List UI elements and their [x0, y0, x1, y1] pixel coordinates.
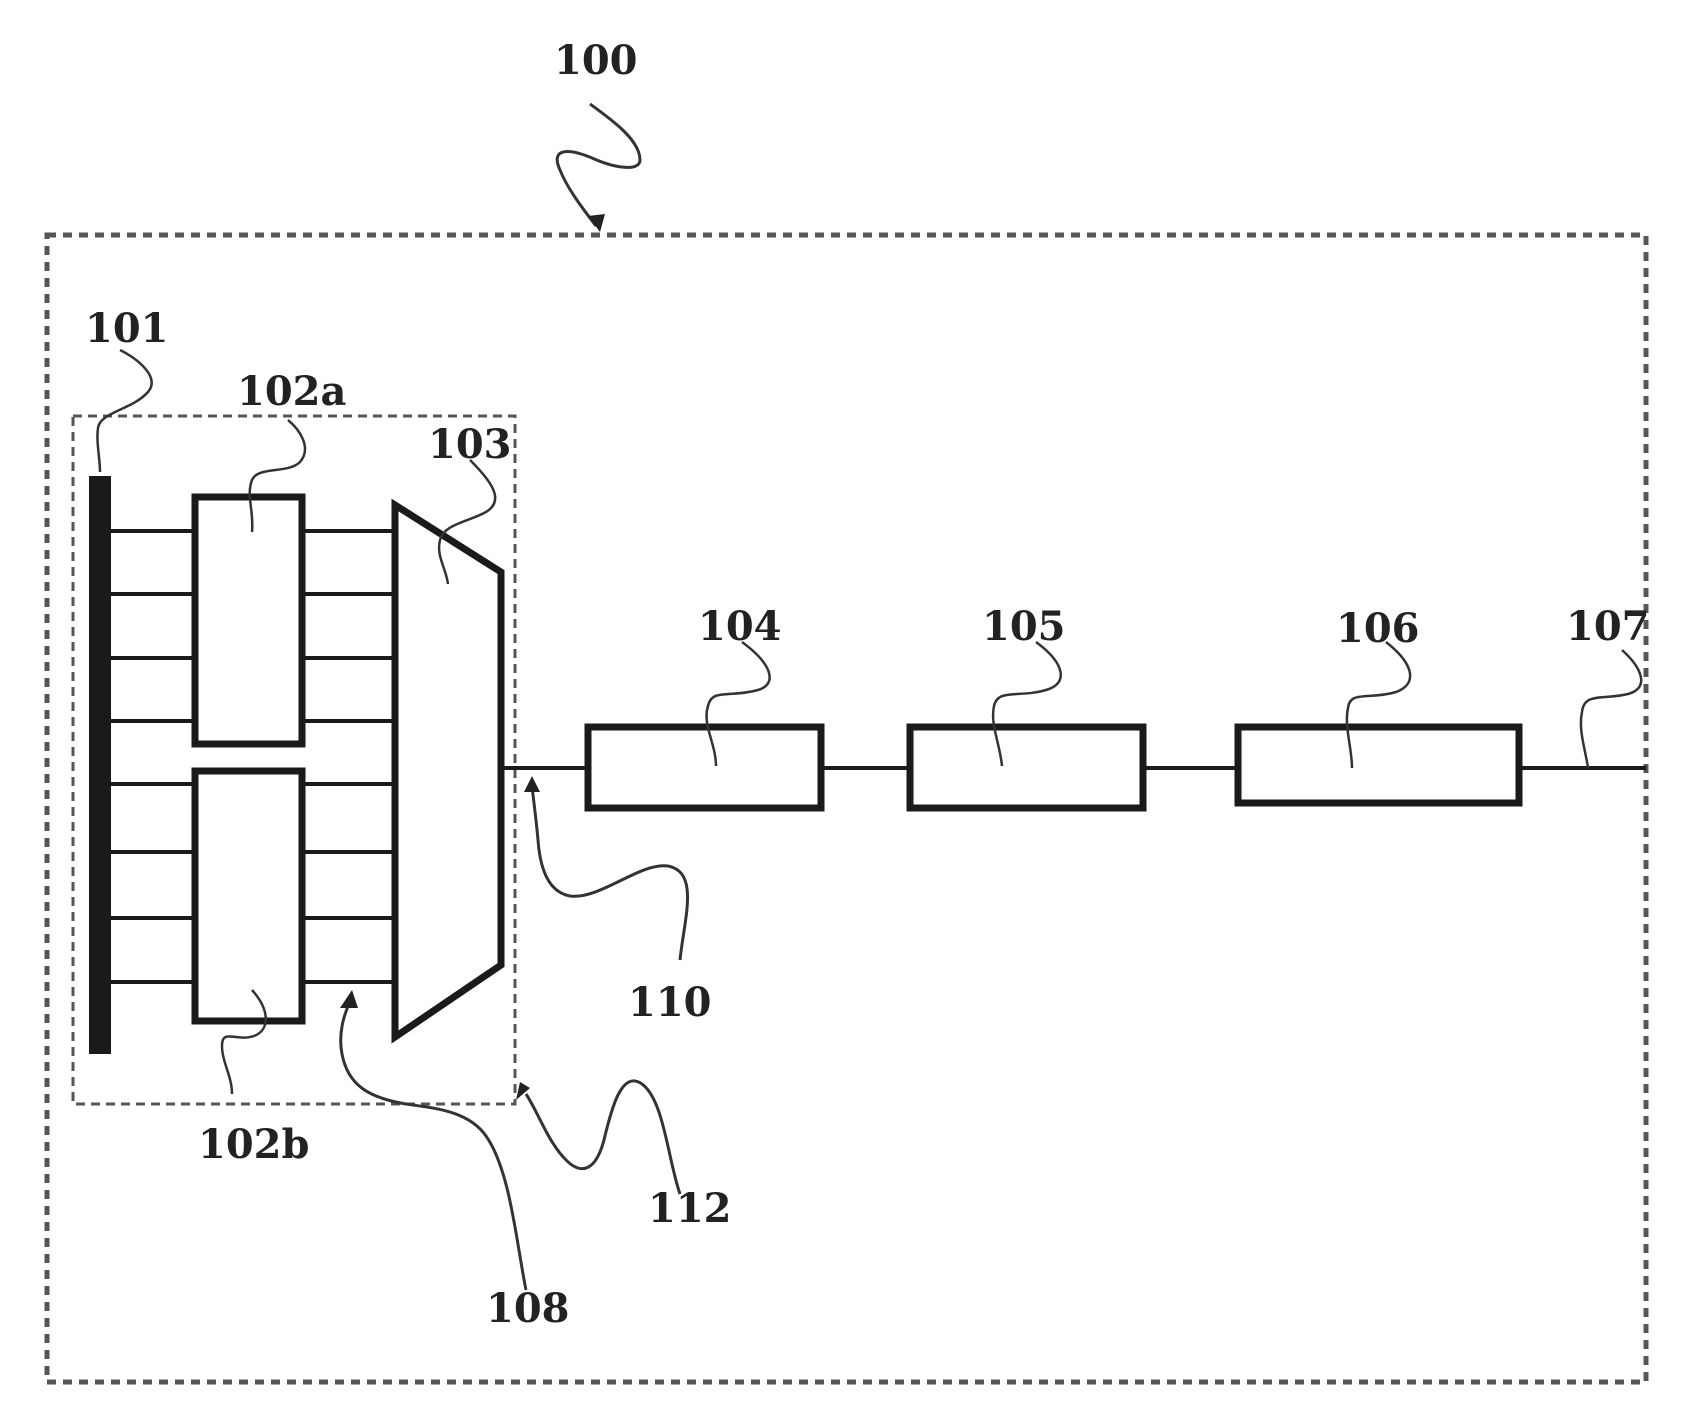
module-102b — [195, 771, 302, 1021]
bar-101 — [89, 476, 111, 1054]
arrowhead-100 — [588, 214, 605, 232]
label-108: 108 — [486, 1285, 570, 1332]
leader-110 — [532, 786, 688, 960]
label-105: 105 — [982, 603, 1066, 650]
leader-107 — [1581, 650, 1641, 768]
leader-100 — [557, 104, 640, 226]
label-102a: 102a — [237, 368, 346, 415]
label-101: 101 — [85, 305, 169, 352]
bar-to-module-a-lines — [111, 531, 195, 721]
label-107: 107 — [1566, 603, 1650, 650]
label-103: 103 — [428, 421, 512, 468]
module-to-combiner-lines — [302, 531, 392, 982]
leader-101 — [97, 350, 151, 472]
label-112: 112 — [648, 1185, 732, 1232]
leader-112 — [526, 1081, 680, 1194]
block-104 — [588, 727, 821, 808]
block-106 — [1238, 727, 1519, 803]
combiner-103 — [395, 505, 501, 1037]
label-106: 106 — [1336, 605, 1420, 652]
label-110: 110 — [628, 979, 712, 1026]
label-102b: 102b — [198, 1121, 309, 1168]
arrowhead-108 — [340, 990, 358, 1008]
block-105 — [910, 727, 1143, 808]
bar-to-module-b-lines — [111, 784, 195, 982]
module-102a — [195, 497, 302, 744]
label-100: 100 — [554, 37, 638, 84]
label-104: 104 — [698, 603, 782, 650]
arrowhead-110 — [524, 776, 540, 792]
leader-108 — [341, 1002, 526, 1290]
